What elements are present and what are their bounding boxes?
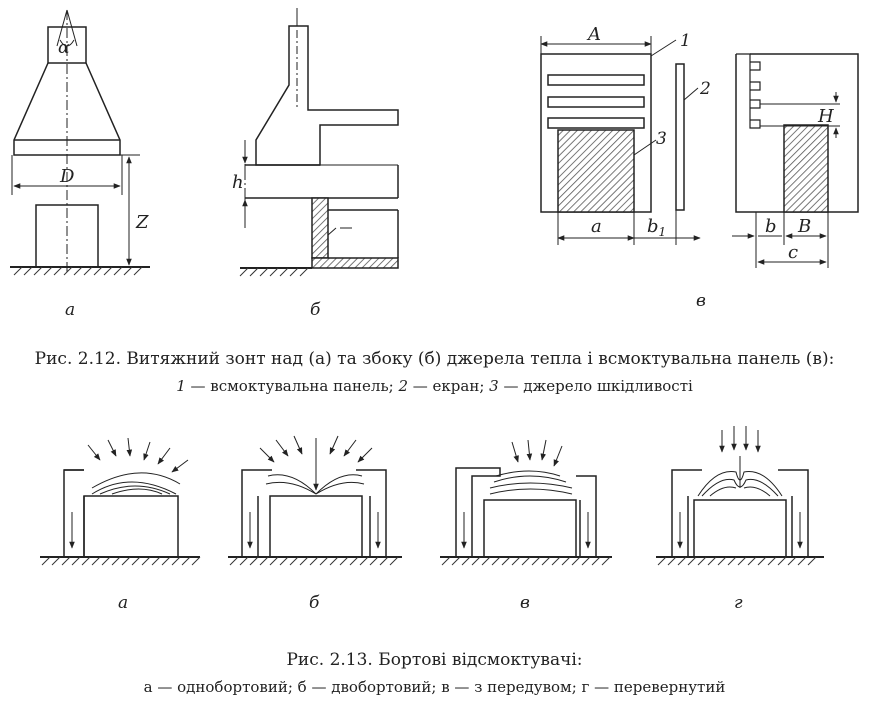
fig12-v-suction-panel <box>540 36 859 268</box>
label-H: H <box>817 106 834 127</box>
floor-hatch-b <box>239 267 309 277</box>
label-h: h <box>232 172 244 193</box>
floor-hatch-13v <box>441 556 611 566</box>
label-1: 1 <box>680 31 691 51</box>
subfig-label-13v: в <box>520 593 530 613</box>
side-wall-hatched <box>311 197 329 259</box>
label-alpha: α <box>58 38 70 58</box>
label-a-dim: a <box>591 216 602 237</box>
fig13-a-single-sided <box>40 437 200 558</box>
label-b: b <box>765 216 777 237</box>
label-c: c <box>788 242 798 263</box>
side-source <box>783 124 829 213</box>
floor-hatch-a <box>13 266 143 276</box>
legend-num-2: 2 <box>398 377 408 395</box>
label-2: 2 <box>699 79 711 99</box>
label-Z: Z <box>135 212 149 233</box>
label-3: 3 <box>656 129 667 149</box>
slot-1 <box>547 74 645 86</box>
subfig-label-13a: а <box>118 593 128 613</box>
fig12-caption-line2: 1 — всмоктувальна панель; 2 — екран; 3 —… <box>0 377 869 395</box>
bath-v <box>483 499 577 558</box>
floor-hatch-13a <box>41 556 201 566</box>
pollution-source <box>557 129 635 213</box>
floor-hatch-13g <box>657 556 817 566</box>
fig12-a-hood-above <box>10 9 150 275</box>
label-D: D <box>59 166 75 187</box>
floor-slab-hatched <box>311 257 399 269</box>
side-panel <box>736 53 761 129</box>
side-hood-outline <box>255 25 399 166</box>
label-A: A <box>586 24 601 45</box>
side-enclosure <box>735 53 859 213</box>
legend-num-3: 3 <box>489 377 499 395</box>
fig12-b-hood-side <box>240 8 399 269</box>
legend-text-3: — джерело шкідливості <box>498 377 693 395</box>
slot-3 <box>547 117 645 129</box>
bath-a <box>83 495 179 558</box>
legend-num-1: 1 <box>176 377 186 395</box>
fig13-caption-line2: а — однобортовий; б — двобортовий; в — з… <box>143 678 726 696</box>
fig13-b-double-sided <box>228 435 402 558</box>
subfig-label-12b: б <box>310 300 321 320</box>
screen <box>675 63 685 211</box>
floor-hatch-13b <box>229 556 399 566</box>
label-B: B <box>797 216 811 237</box>
subfig-label-12v: в <box>696 291 706 311</box>
subfig-label-13b: б <box>309 593 320 613</box>
subfig-label-12a: а <box>65 300 75 320</box>
fig13-v-with-blowing <box>440 439 612 558</box>
legend-text-1: — всмоктувальна панель; <box>185 377 399 395</box>
fig12-caption-line1: Рис. 2.12. Витяжний зонт над (а) та збок… <box>34 349 835 369</box>
fig13-caption-line1: Рис. 2.13. Бортові відсмоктувачі: <box>286 650 583 670</box>
subfig-label-13g: г <box>734 593 743 613</box>
slot-2 <box>547 96 645 108</box>
duct-top <box>47 26 87 64</box>
legend-text-2: — екран; <box>407 377 490 395</box>
fig13-g-inverted <box>656 426 824 558</box>
bath-g <box>693 499 787 558</box>
bath-b <box>269 495 363 558</box>
label-b1: b1 <box>647 216 666 239</box>
